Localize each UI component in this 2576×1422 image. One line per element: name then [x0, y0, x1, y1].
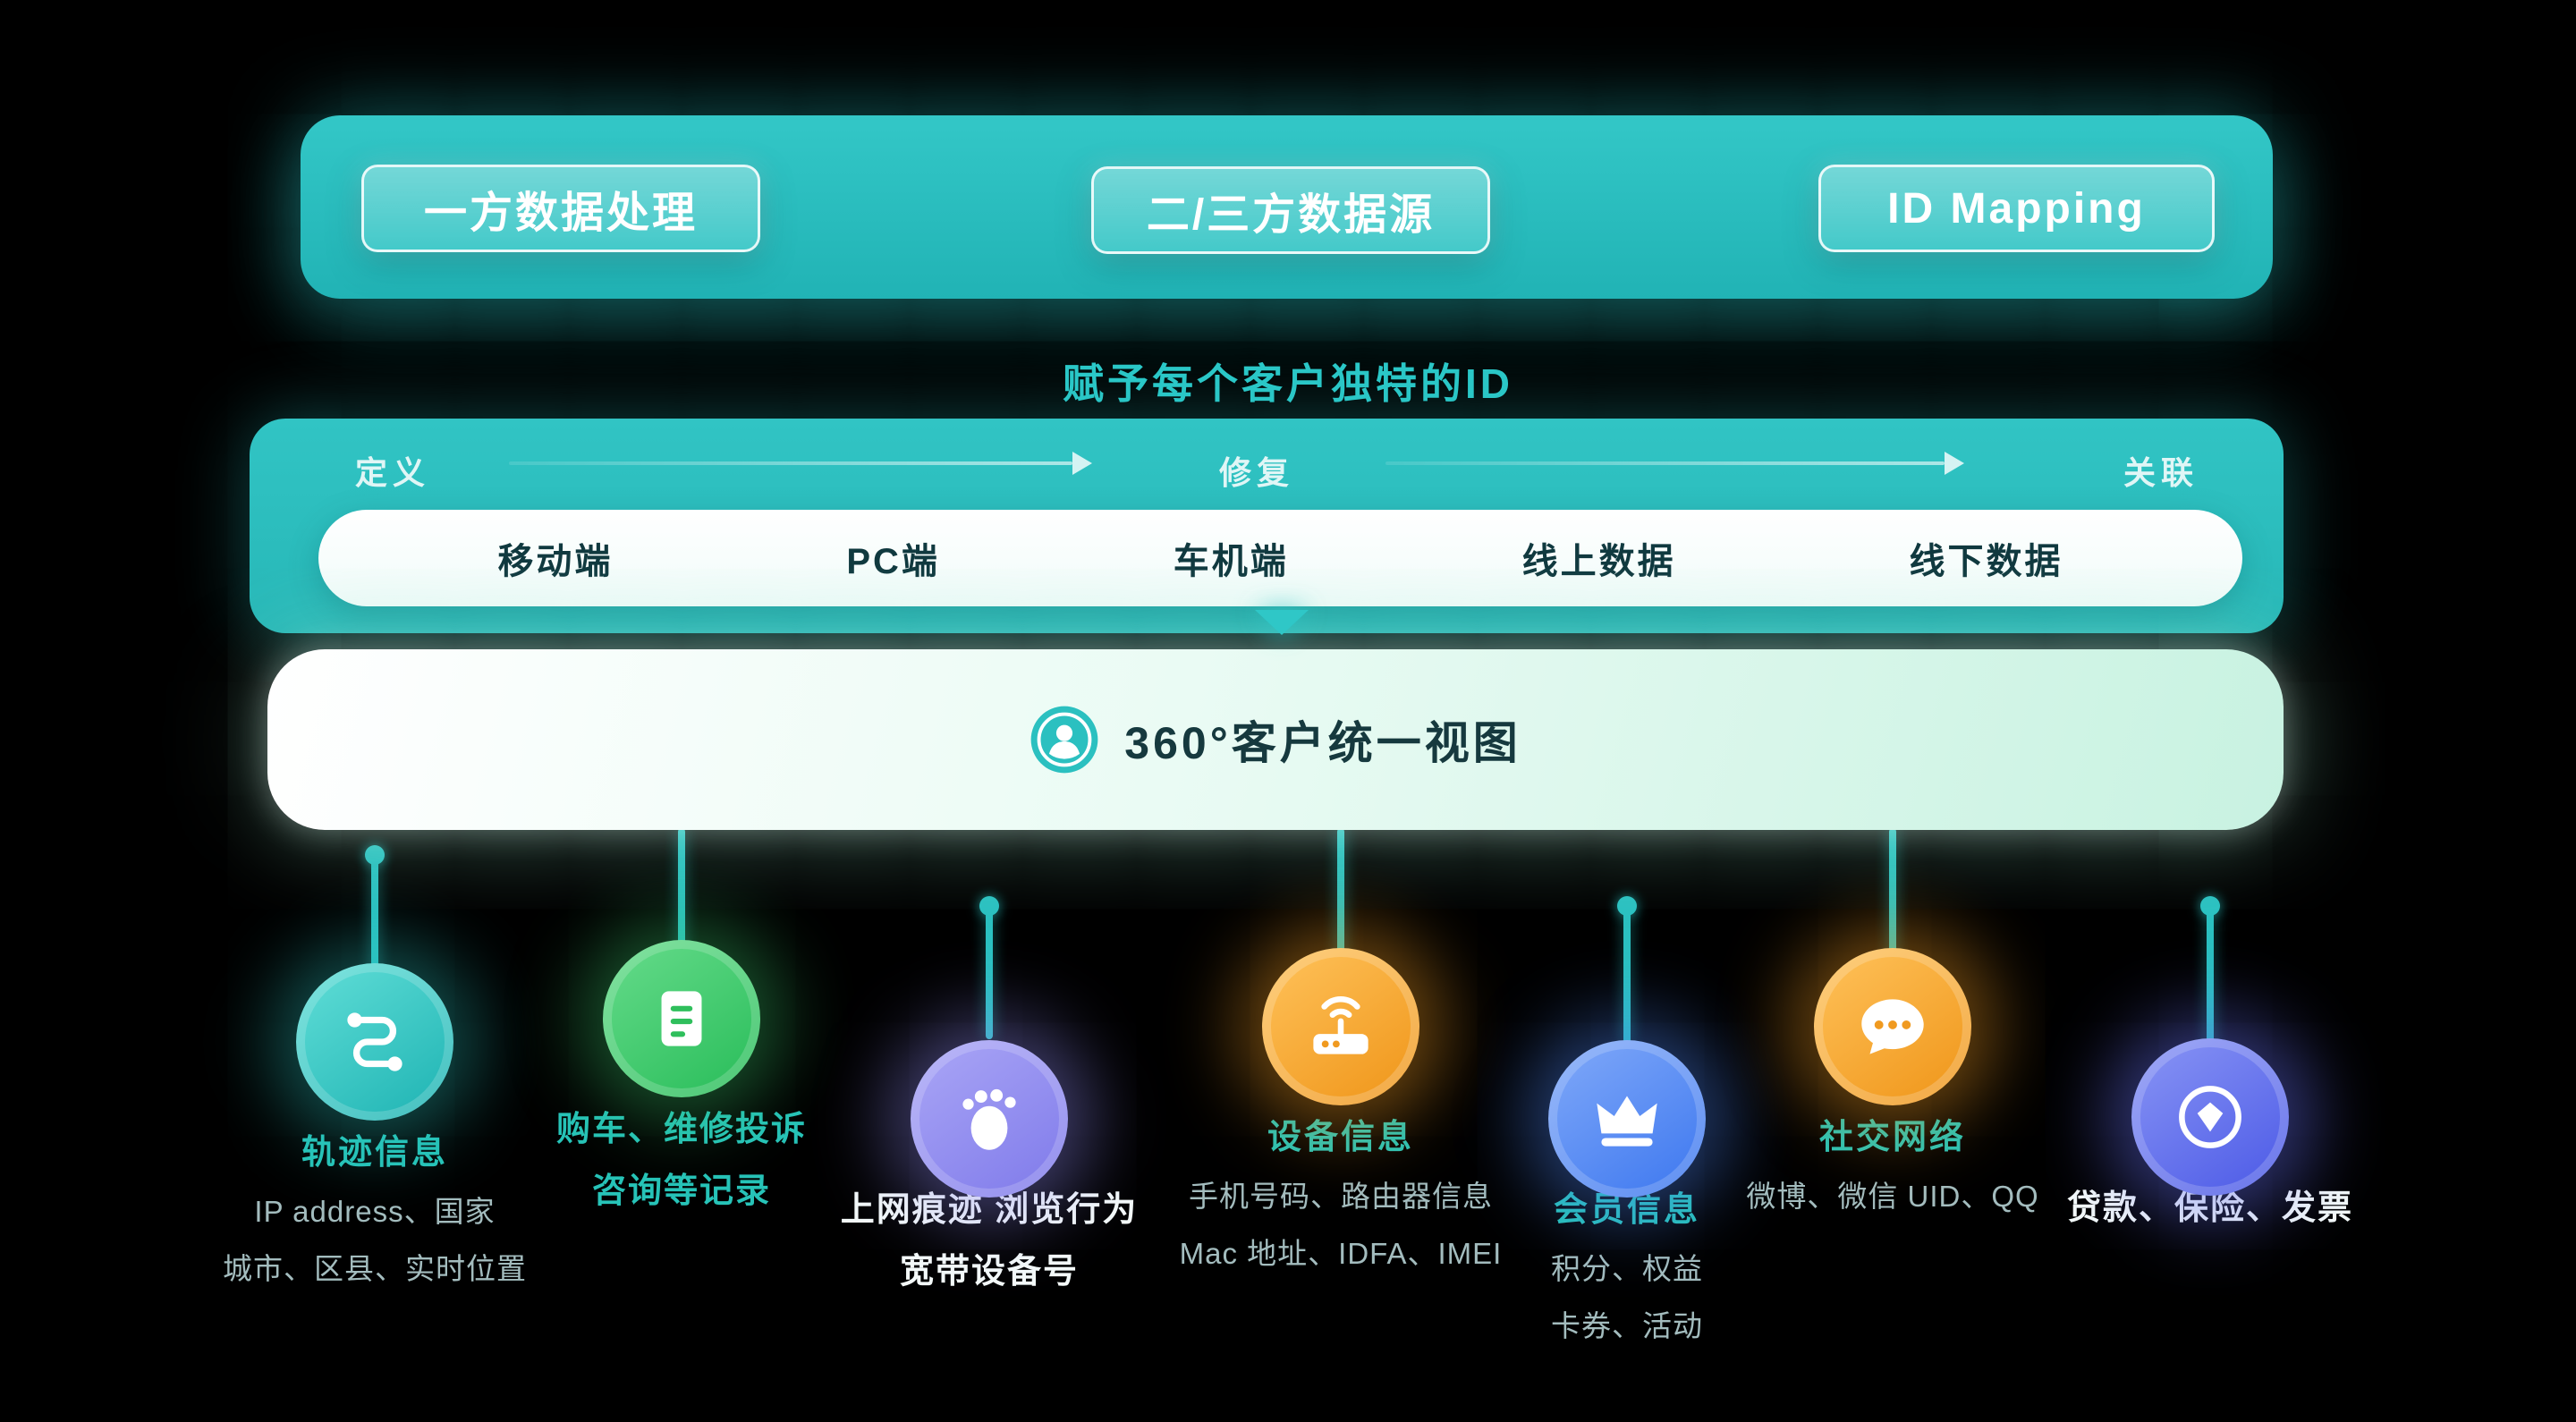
footprint-icon: [962, 1088, 1016, 1150]
source-detail: 咨询等记录: [591, 1172, 771, 1210]
stage-define: 定义: [354, 454, 431, 491]
id-mapping-button[interactable]: ID Mapping: [1818, 165, 2215, 252]
id-process-band: 定义 修复 关联 移动端 PC端 车机端 线上数据 线下数据: [250, 419, 2284, 633]
source-title: 会员信息: [1553, 1191, 1700, 1229]
data-layer-bar: 一方数据处理 二/三方数据源 ID Mapping: [301, 115, 2273, 299]
channel-offline-data: 线下数据: [1909, 542, 2063, 581]
connector-line: [986, 905, 993, 1039]
channel-online-data: 线上数据: [1521, 542, 1676, 581]
stage-associate: 关联: [2123, 454, 2199, 491]
channel-pc: PC端: [846, 542, 940, 581]
web-behavior-orb: [911, 1040, 1068, 1198]
connector-line: [2207, 905, 2214, 1053]
arrow-right-icon: [1072, 452, 1092, 475]
arrow-down-icon: [1255, 610, 1309, 635]
arrow-right-icon: [1945, 452, 1964, 475]
router-icon: [1313, 996, 1368, 1054]
device-info-orb: [1262, 948, 1419, 1105]
source-detail: 城市、区县、实时位置: [223, 1252, 527, 1285]
source-detail: 上网痕迹 浏览行为: [840, 1191, 1139, 1229]
unified-view-bar: 360°客户统一视图: [267, 649, 2284, 830]
purchase-records-orb: [603, 940, 760, 1097]
data-source-trajectory: 轨迹信息 IP address、国家 城市、区县、实时位置: [160, 963, 589, 1288]
data-source-purchase-records: 购车、维修投诉 咨询等记录: [467, 940, 896, 1212]
source-detail: 贷款、保险、发票: [2066, 1189, 2353, 1227]
first-party-data-button[interactable]: 一方数据处理: [361, 165, 760, 252]
unified-view-label: 360°客户统一视图: [1124, 718, 1521, 768]
source-detail: 积分、权益: [1551, 1252, 1703, 1285]
connector-line: [1337, 828, 1344, 961]
section-title: 赋予每个客户独特的ID: [1063, 360, 1513, 407]
connector-line: [1889, 828, 1896, 961]
source-detail: 手机号码、路由器信息: [1189, 1180, 1493, 1213]
data-source-social-network: 社交网络 微博、微信 UID、QQ: [1678, 948, 2107, 1215]
route-icon: [347, 1012, 402, 1071]
channel-mobile: 移动端: [497, 542, 614, 581]
source-detail: IP address、国家: [254, 1195, 496, 1228]
source-detail: Mac 地址、IDFA、IMEI: [1179, 1237, 1503, 1270]
data-source-device-info: 设备信息 手机号码、路由器信息 Mac 地址、IDFA、IMEI: [1126, 948, 1555, 1273]
second-third-party-data-button[interactable]: 二/三方数据源: [1091, 166, 1490, 254]
source-detail: 卡券、活动: [1551, 1309, 1703, 1342]
connector-line: [371, 854, 378, 984]
chat-icon: [1861, 999, 1924, 1054]
source-detail: 购车、维修投诉: [555, 1111, 807, 1148]
channel-car: 车机端: [1173, 542, 1289, 581]
channel-pill: 移动端 PC端 车机端 线上数据 线下数据: [318, 510, 2242, 606]
source-detail: 宽带设备号: [899, 1253, 1079, 1291]
data-source-web-behavior: 上网痕迹 浏览行为 宽带设备号: [775, 1040, 1204, 1292]
membership-orb: [1548, 1040, 1706, 1198]
user-icon: [1030, 705, 1099, 774]
trajectory-orb: [296, 963, 453, 1121]
connector-line: [678, 828, 685, 958]
stage-arrow-line: [509, 461, 1072, 465]
source-title: 社交网络: [1818, 1119, 1966, 1156]
stage-arrow-line: [1385, 461, 1945, 465]
source-title: 设备信息: [1267, 1119, 1414, 1156]
document-icon: [661, 991, 702, 1046]
connector-line: [1623, 905, 1631, 1044]
finance-orb: [2131, 1038, 2289, 1196]
source-detail: 微博、微信 UID、QQ: [1746, 1180, 2039, 1213]
source-title: 轨迹信息: [301, 1134, 448, 1172]
data-source-membership: 会员信息 积分、权益 卡券、活动: [1412, 1040, 1842, 1345]
social-network-orb: [1814, 948, 1971, 1105]
data-source-finance: 贷款、保险、发票: [1996, 1038, 2425, 1229]
crown-icon: [1597, 1096, 1657, 1147]
finance-icon: [2179, 1086, 2241, 1148]
stage-fix: 修复: [1218, 454, 1295, 491]
